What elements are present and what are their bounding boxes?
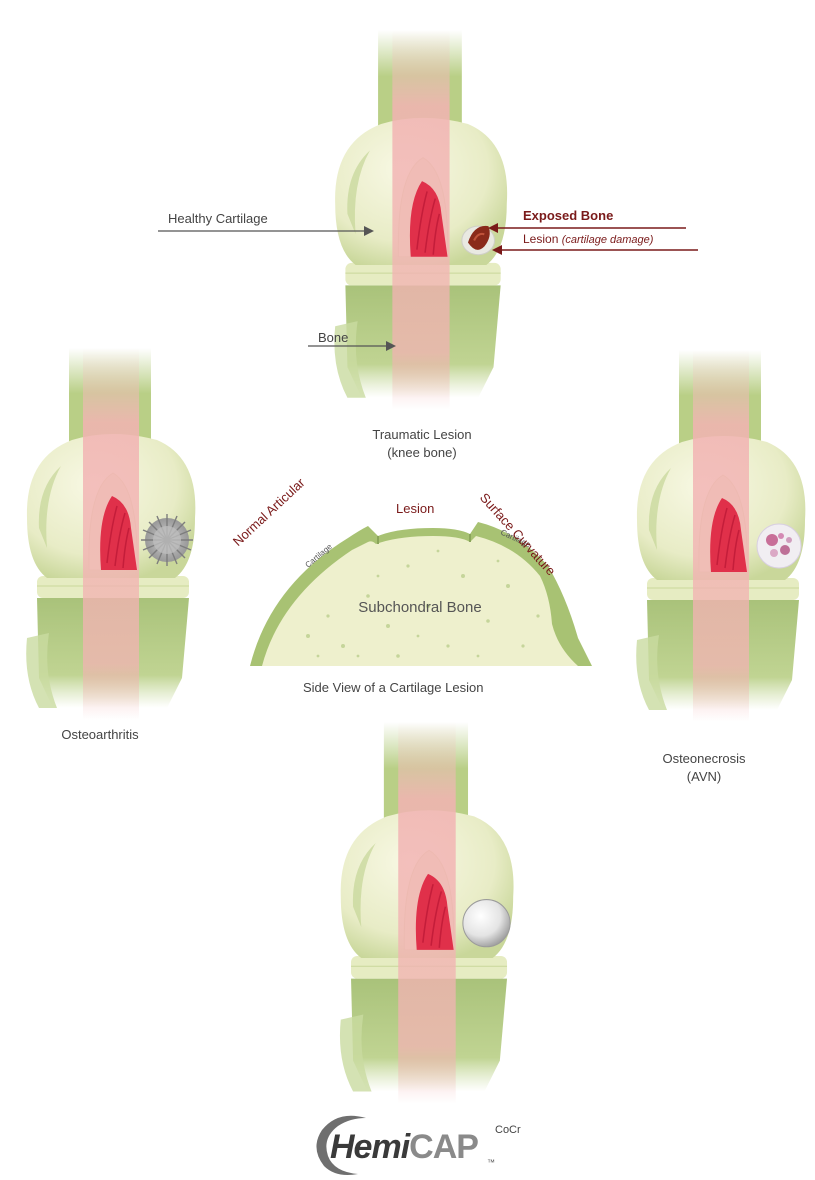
traumatic-line2: (knee bone) [342, 444, 502, 462]
knee-traumatic [322, 30, 522, 410]
side-view-caption: Side View of a Cartilage Lesion [303, 680, 483, 695]
side-view-lesion-label: Lesion [396, 501, 434, 516]
logo-superscript: CoCr [495, 1124, 521, 1136]
logo-hemi: Hemi [330, 1128, 409, 1166]
lesion-arrow [492, 244, 700, 256]
osteonecrosis-line2: (AVN) [624, 768, 784, 786]
side-view-diagram: Subchondral Bone Cartilage Cartilage [248, 506, 594, 668]
exposed-bone-label: Exposed Bone [523, 208, 613, 223]
osteonecrosis-line1: Osteonecrosis [624, 750, 784, 768]
bone-arrow [308, 340, 398, 352]
traumatic-lesion-caption: Traumatic Lesion (knee bone) [342, 426, 502, 462]
logo-cap: CAP [409, 1128, 478, 1166]
healthy-cartilage-arrow [158, 224, 376, 238]
knee-osteonecrosis [624, 350, 815, 722]
osteonecrosis-caption: Osteonecrosis (AVN) [624, 750, 784, 786]
knee-osteoarthritis [14, 348, 210, 720]
logo-wordmark: HemiCAP [330, 1128, 478, 1167]
logo-trademark: ™ [487, 1158, 495, 1167]
subchondral-bone-label: Subchondral Bone [358, 599, 481, 616]
hemicap-logo: HemiCAP CoCr ™ [300, 1108, 540, 1178]
osteoarthritis-caption: Osteoarthritis [20, 726, 180, 744]
knee-hemicap-implant [330, 722, 526, 1112]
traumatic-line1: Traumatic Lesion [342, 426, 502, 444]
exposed-bone-arrow [488, 222, 688, 234]
